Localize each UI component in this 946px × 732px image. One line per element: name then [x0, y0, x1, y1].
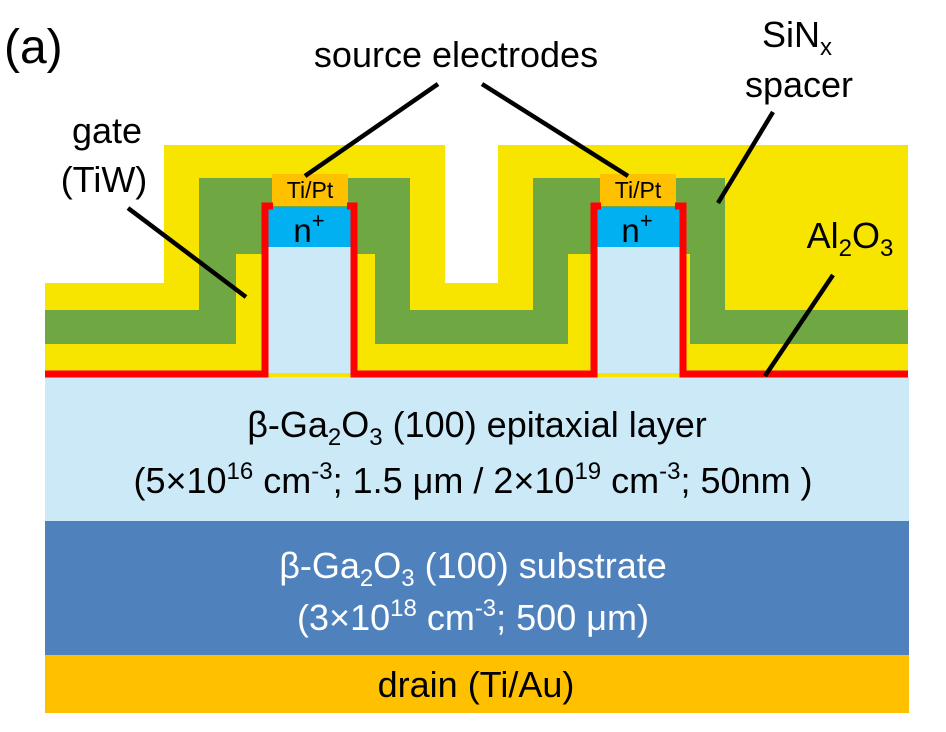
epitaxial-layer	[45, 377, 909, 521]
gate-label-line2: (TiW)	[61, 159, 148, 200]
callout-line-spacer	[716, 110, 775, 205]
source-electrodes-label: source electrodes	[314, 34, 598, 75]
nplus-left	[268, 207, 351, 247]
oxide-line	[45, 202, 908, 378]
epi-label-line1: β-Ga2O3 (100) epitaxial layer	[247, 404, 707, 451]
source-contact-right-label: Ti/Pt	[615, 177, 662, 203]
oxide-label: Al2O3	[807, 215, 894, 262]
gate-inner-layer	[45, 254, 908, 372]
callout-line-oxide	[763, 273, 835, 378]
substrate-label-line1: β-Ga2O3 (100) substrate	[279, 545, 667, 592]
callout-line-gate	[126, 206, 248, 299]
callout-line-source-left	[303, 82, 440, 178]
nplus-right-label: n+	[621, 208, 652, 249]
source-contact-left-label: Ti/Pt	[287, 177, 334, 203]
drain-layer	[45, 655, 909, 713]
spacer-label-line2: spacer	[745, 64, 853, 105]
callout-line-source-right	[480, 82, 630, 178]
substrate-layer	[45, 521, 909, 655]
source-contact-right	[600, 174, 676, 206]
epi-label-line2: (5×1016 cm-3; 1.5 μm / 2×1019 cm-3; 50nm…	[133, 458, 812, 501]
panel-label: (a)	[4, 21, 63, 74]
source-contact-left	[272, 174, 348, 206]
drain-label: drain (Ti/Au)	[378, 664, 575, 705]
nplus-right	[596, 207, 680, 247]
spacer-label-line1: SiNx	[762, 14, 832, 61]
nplus-left-label: n+	[293, 208, 324, 249]
substrate-label-line2: (3×1018 cm-3; 500 μm)	[297, 595, 649, 638]
gate-label-line1: gate	[72, 110, 142, 151]
